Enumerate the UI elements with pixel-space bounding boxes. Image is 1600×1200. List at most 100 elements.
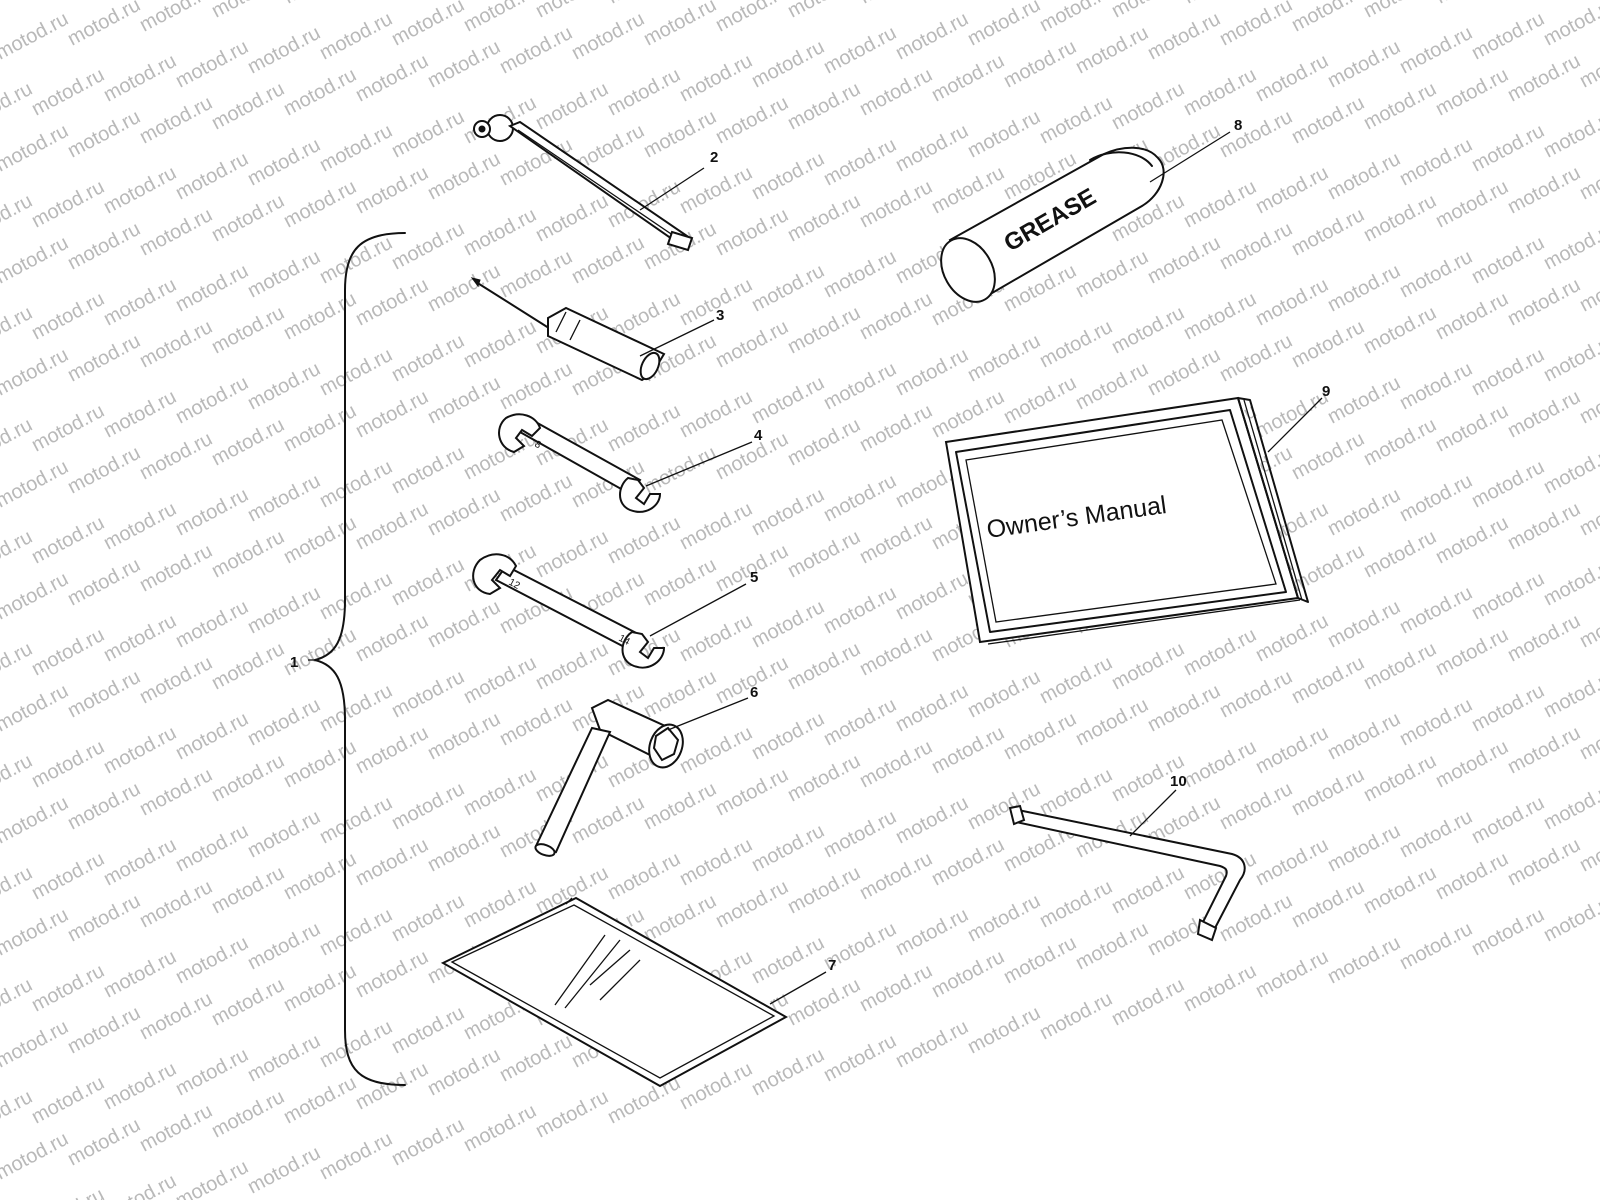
watermark-text: motod.ru bbox=[316, 792, 396, 848]
watermark-text: motod.ru bbox=[388, 778, 468, 834]
watermark-text: motod.ru bbox=[1504, 50, 1584, 106]
watermark-text: motod.ru bbox=[964, 890, 1044, 946]
watermark-text: motod.ru bbox=[280, 512, 360, 568]
watermark-text: motod.ru bbox=[424, 260, 504, 316]
watermark-text: motod.ru bbox=[964, 666, 1044, 722]
watermark-text: motod.ru bbox=[712, 764, 792, 820]
watermark-text: motod.ru bbox=[1360, 414, 1440, 470]
watermark-text: motod.ru bbox=[352, 722, 432, 778]
watermark-text: motod.ru bbox=[604, 512, 684, 568]
watermark-text: motod.ru bbox=[1180, 736, 1260, 792]
watermark-text: motod.ru bbox=[28, 1184, 108, 1200]
watermark-text: motod.ru bbox=[1360, 302, 1440, 358]
watermark-text: motod.ru bbox=[784, 414, 864, 470]
watermark-text: motod.ru bbox=[1108, 974, 1188, 1030]
watermark-text: motod.ru bbox=[1036, 988, 1116, 1044]
watermark-text: motod.ru bbox=[64, 330, 144, 386]
watermark-text: motod.ru bbox=[280, 64, 360, 120]
watermark-text: motod.ru bbox=[208, 862, 288, 918]
watermark-text: motod.ru bbox=[100, 50, 180, 106]
watermark-text: motod.ru bbox=[1216, 330, 1296, 386]
watermark-text: motod.ru bbox=[1468, 792, 1548, 848]
watermark-text: motod.ru bbox=[928, 946, 1008, 1002]
watermark-text: motod.ru bbox=[100, 498, 180, 554]
watermark-text: motod.ru bbox=[100, 1058, 180, 1114]
watermark-text: motod.ru bbox=[856, 400, 936, 456]
watermark-text: motod.ru bbox=[136, 988, 216, 1044]
watermark-text: motod.ru bbox=[1504, 610, 1584, 666]
watermark-text: motod.ru bbox=[1432, 288, 1512, 344]
watermark-text: motod.ru bbox=[892, 344, 972, 400]
watermark-text: motod.ru bbox=[568, 232, 648, 288]
watermark-text: motod.ru bbox=[1396, 918, 1476, 974]
watermark-text: motod.ru bbox=[208, 750, 288, 806]
callout-10: 10 bbox=[1170, 773, 1187, 790]
watermark-text: motod.ru bbox=[1180, 64, 1260, 120]
watermark-text: motod.ru bbox=[1468, 568, 1548, 624]
watermark-text: motod.ru bbox=[1324, 36, 1404, 92]
watermark-text: motod.ru bbox=[1216, 106, 1296, 162]
watermark-text: motod.ru bbox=[856, 64, 936, 120]
tool-kit-brace bbox=[308, 232, 406, 1086]
watermark-text: motod.ru bbox=[1180, 176, 1260, 232]
watermark-text: motod.ru bbox=[820, 22, 900, 78]
watermark-text: motod.ru bbox=[1252, 722, 1332, 778]
watermark-text: motod.ru bbox=[388, 106, 468, 162]
watermark-text: motod.ru bbox=[676, 386, 756, 442]
watermark-text: motod.ru bbox=[1180, 288, 1260, 344]
watermark-text: motod.ru bbox=[892, 568, 972, 624]
watermark-text: motod.ru bbox=[208, 78, 288, 134]
watermark-text: motod.ru bbox=[820, 582, 900, 638]
watermark-text: motod.ru bbox=[0, 120, 72, 176]
watermark-text: motod.ru bbox=[856, 848, 936, 904]
watermark-text: motod.ru bbox=[100, 946, 180, 1002]
watermark-text: motod.ru bbox=[712, 0, 792, 36]
watermark-text: motod.ru bbox=[1468, 456, 1548, 512]
watermark-text: motod.ru bbox=[136, 428, 216, 484]
watermark-text: motod.ru bbox=[388, 666, 468, 722]
watermark-text: motod.ru bbox=[676, 610, 756, 666]
watermark-text: motod.ru bbox=[1324, 708, 1404, 764]
owners-manual-icon: Owner’s Manual bbox=[944, 396, 1309, 645]
watermark-text: motod.ru bbox=[0, 0, 36, 8]
watermark-text: motod.ru bbox=[964, 1002, 1044, 1058]
watermark-text: motod.ru bbox=[244, 694, 324, 750]
watermark-text: motod.ru bbox=[1540, 106, 1600, 162]
watermark-text: motod.ru bbox=[0, 1016, 72, 1072]
watermark-text: motod.ru bbox=[280, 1072, 360, 1128]
watermark-text: motod.ru bbox=[532, 78, 612, 134]
watermark-text: motod.ru bbox=[1108, 0, 1188, 22]
watermark-text: motod.ru bbox=[172, 372, 252, 428]
watermark-text: motod.ru bbox=[784, 0, 864, 22]
watermark-text: motod.ru bbox=[0, 344, 72, 400]
watermark-text: motod.ru bbox=[856, 176, 936, 232]
watermark-text: motod.ru bbox=[1360, 750, 1440, 806]
watermark-text: motod.ru bbox=[532, 526, 612, 582]
watermark-text: motod.ru bbox=[640, 0, 720, 50]
watermark-text: motod.ru bbox=[1504, 274, 1584, 330]
watermark-text: motod.ru bbox=[640, 106, 720, 162]
watermark-text: motod.ru bbox=[1072, 22, 1152, 78]
callout-2: 2 bbox=[710, 149, 718, 166]
tool-bag-icon bbox=[440, 896, 789, 1088]
watermark-text: motod.ru bbox=[1288, 316, 1368, 372]
watermark-text: motod.ru bbox=[676, 722, 756, 778]
watermark-text: motod.ru bbox=[208, 638, 288, 694]
watermark-text: motod.ru bbox=[64, 106, 144, 162]
watermark-text: motod.ru bbox=[64, 554, 144, 610]
callout-numbers: 1 2 3 4 5 6 7 8 9 10 bbox=[290, 117, 1330, 974]
watermark-text: motod.ru bbox=[1036, 316, 1116, 372]
watermark-text: motod.ru bbox=[460, 0, 540, 36]
watermark-text: motod.ru bbox=[136, 652, 216, 708]
watermark-text: motod.ru bbox=[172, 484, 252, 540]
watermark-text: motod.ru bbox=[712, 92, 792, 148]
watermark-text: motod.ru bbox=[928, 162, 1008, 218]
watermark-text: motod.ru bbox=[1036, 764, 1116, 820]
watermark-text: motod.ru bbox=[1288, 540, 1368, 596]
watermark-text: motod.ru bbox=[1540, 442, 1600, 498]
watermark-text: motod.ru bbox=[28, 400, 108, 456]
watermark-text: motod.ru bbox=[1288, 652, 1368, 708]
watermark-text: motod.ru bbox=[64, 778, 144, 834]
watermark-text: motod.ru bbox=[244, 358, 324, 414]
